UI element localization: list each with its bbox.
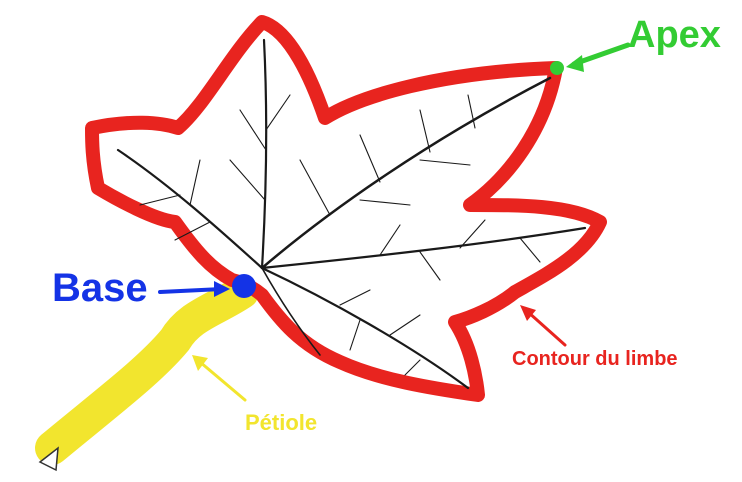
petiole <box>52 292 242 448</box>
contour-arrow <box>528 312 565 345</box>
petiole-arrow <box>200 362 245 400</box>
contour-label: Contour du limbe <box>512 348 678 371</box>
apex-arrowhead <box>566 55 584 72</box>
base-label: Base <box>52 266 148 311</box>
apex-dot <box>550 61 564 75</box>
apex-label: Apex <box>628 14 721 57</box>
petiole-label: Pétiole <box>245 410 317 436</box>
base-dot <box>232 274 256 298</box>
